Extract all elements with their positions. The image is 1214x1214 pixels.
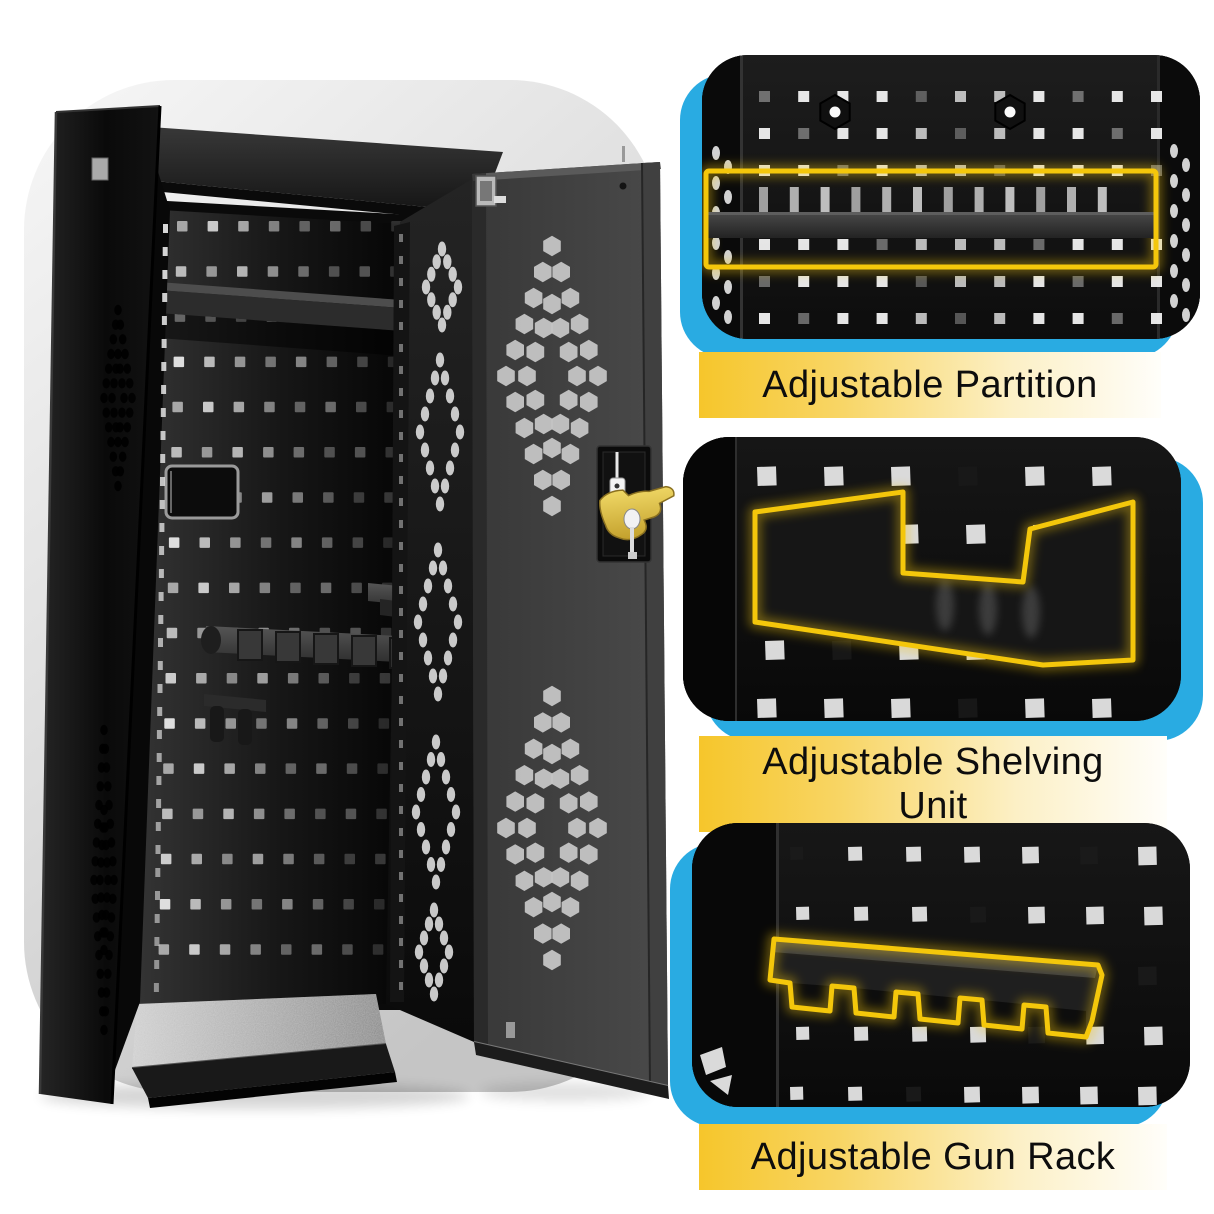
door-screw bbox=[619, 182, 627, 190]
feature-label-gun-rack: Adjustable Gun Rack bbox=[699, 1124, 1167, 1190]
lock-with-keys bbox=[596, 445, 675, 563]
gun-rack-highlight-outline bbox=[767, 936, 1105, 1040]
door-hinge-bottom-pin bbox=[506, 1022, 515, 1038]
feature-label-partition-text: Adjustable Partition bbox=[762, 363, 1098, 406]
feature-label-gun-rack-text: Adjustable Gun Rack bbox=[750, 1135, 1116, 1178]
feature-panel-adjustable-shelving bbox=[683, 437, 1181, 721]
right-door-open bbox=[472, 146, 675, 1099]
feature-label-shelving: Adjustable Shelving Unit bbox=[699, 736, 1167, 832]
feature-label-partition: Adjustable Partition bbox=[699, 352, 1161, 418]
shelf-highlight-outline bbox=[752, 489, 1136, 668]
hex-vent-pattern-right-door bbox=[497, 235, 607, 971]
vent-dots-right-wall bbox=[411, 241, 465, 1002]
rail-slots-right bbox=[399, 234, 403, 990]
key2-shaft bbox=[630, 527, 634, 559]
feature-label-shelving-line2: Unit bbox=[898, 785, 968, 827]
shelf-reflections bbox=[936, 579, 1040, 638]
pegboard-holes bbox=[158, 221, 402, 955]
gun-hook-bracket bbox=[204, 694, 266, 745]
partition-hanger-slots bbox=[759, 187, 1107, 212]
key2-bow bbox=[623, 508, 641, 530]
floor-shadow-right bbox=[480, 1083, 650, 1101]
partition-highlight-outline bbox=[703, 168, 1159, 270]
cabinet-roof bbox=[58, 122, 503, 222]
key-pin bbox=[622, 146, 625, 162]
pegboard-handle-slot bbox=[164, 464, 240, 520]
top-shelf bbox=[158, 282, 402, 356]
side-wall-left bbox=[683, 437, 735, 721]
left-door-open bbox=[38, 105, 162, 1105]
cabinet-base bbox=[132, 1044, 397, 1108]
corner-vent-dots bbox=[700, 1047, 732, 1095]
feature-panel-adjustable-partition bbox=[702, 55, 1200, 339]
cabinet-photo bbox=[24, 80, 675, 1109]
hex-vent-pattern-left-door bbox=[90, 304, 136, 1036]
feature-panel-adjustable-gun-rack bbox=[692, 823, 1190, 1107]
side-wall-right bbox=[1160, 55, 1200, 339]
carpet-floor bbox=[131, 994, 387, 1069]
rail-slots-left bbox=[153, 224, 168, 992]
feature-label-shelving-line1: Adjustable Shelving bbox=[762, 741, 1104, 783]
door-hinge-top bbox=[475, 175, 506, 207]
bolt-holes bbox=[819, 93, 1026, 131]
left-door-hinge bbox=[91, 157, 109, 181]
partition-bar bbox=[704, 212, 1156, 238]
